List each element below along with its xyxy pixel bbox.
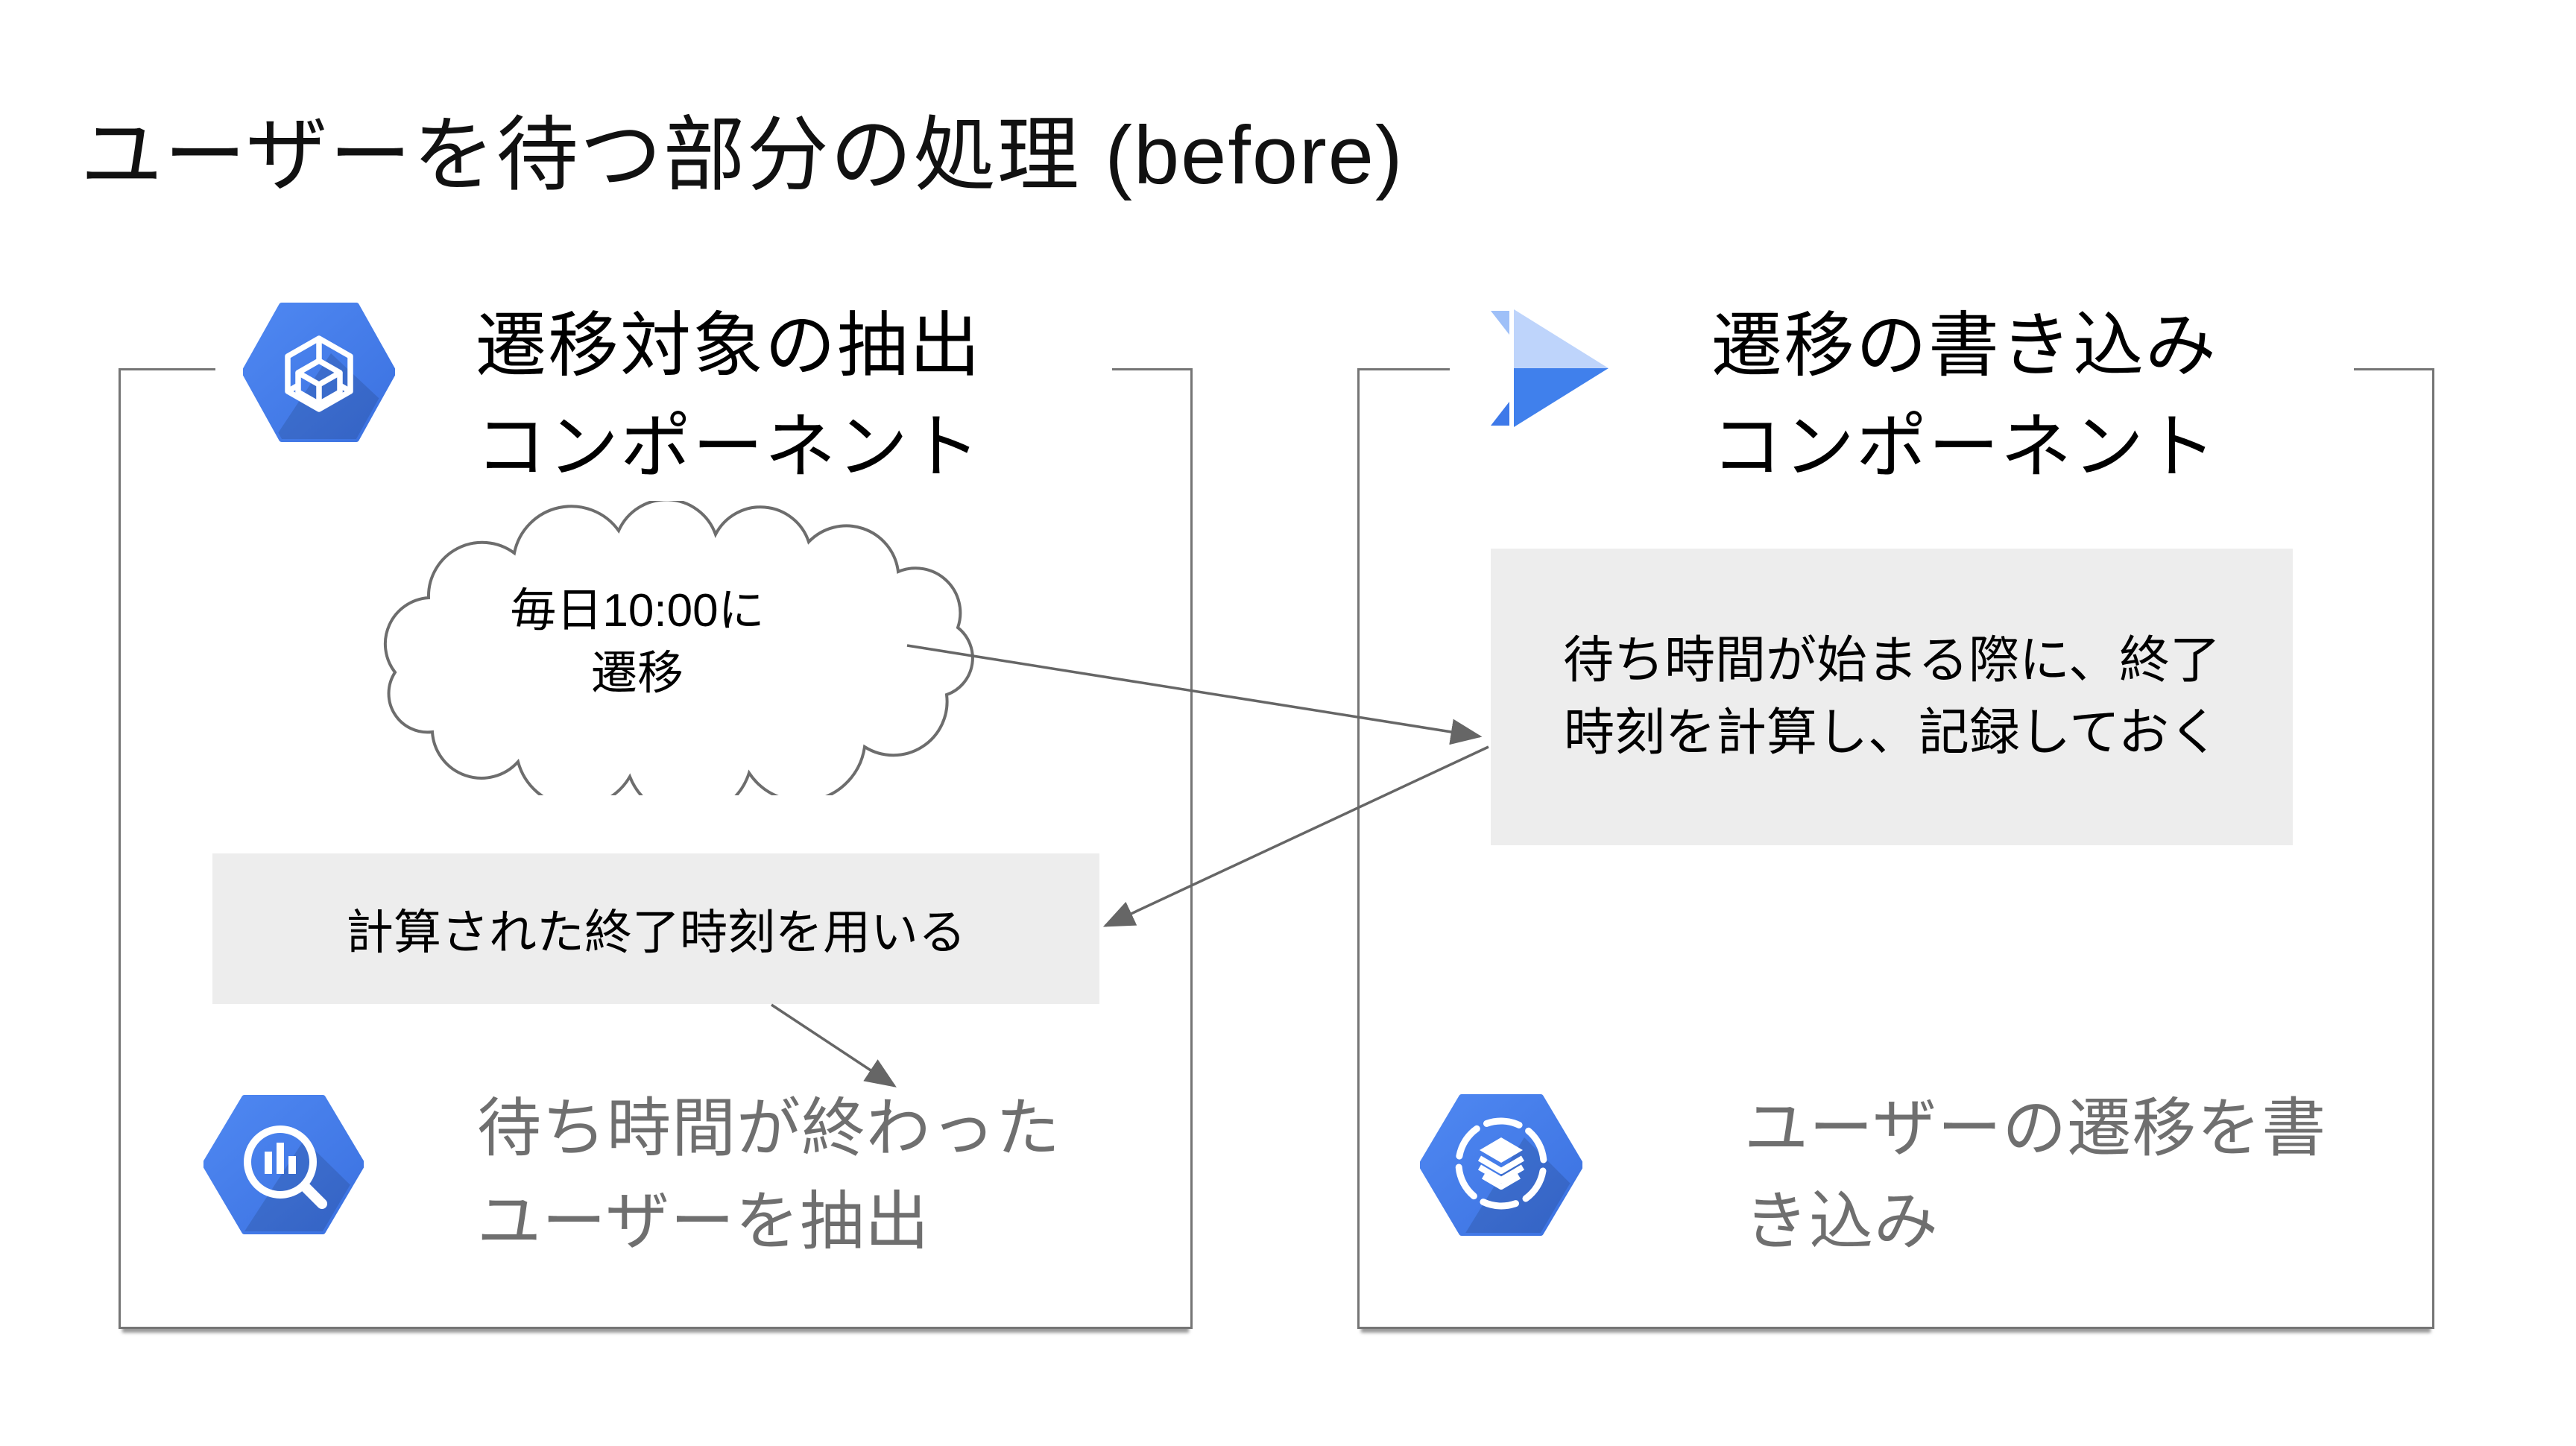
write-transitions-line1: ユーザーの遷移を書 [1744, 1093, 2327, 1164]
write-transitions-label: ユーザーの遷移を書 き込み [1744, 1082, 2326, 1269]
use-end-time-note: 計算された終了時刻を用いる [212, 853, 1099, 1004]
fast-forward-icon [1491, 308, 1609, 429]
hexagon-cube-icon [243, 303, 395, 442]
extract-users-line1: 待ち時間が終わった [477, 1093, 1061, 1164]
extract-users-label: 待ち時間が終わった ユーザーを抽出 [477, 1082, 1061, 1269]
extract-users-line2: ユーザーを抽出 [477, 1186, 930, 1257]
schedule-cloud-label: 毎日10:00に 遷移 [477, 580, 798, 705]
bigquery-search-icon [203, 1095, 364, 1234]
extract-title-line2: コンポーネント [476, 408, 982, 487]
record-end-time-note: 待ち時間が始まる際に、終了 時刻を計算し、記録しておく [1491, 549, 2293, 845]
write-transitions-line2: き込み [1744, 1186, 1939, 1257]
write-header-background [1450, 282, 2354, 477]
write-title-line1: 遷移の書き込み [1711, 306, 2218, 385]
cloud-label-line1: 毎日10:00に [510, 585, 765, 637]
write-title-line2: コンポーネント [1711, 408, 2218, 487]
extract-component-title: 遷移対象の抽出 コンポーネント [476, 295, 982, 498]
slide-title: ユーザーを待つ部分の処理 (before) [80, 110, 1404, 201]
cloud-label-line2: 遷移 [590, 648, 684, 699]
write-component-title: 遷移の書き込み コンポーネント [1711, 295, 2217, 498]
schedule-cloud-shape [383, 501, 974, 795]
pinwheel-cube-icon [1420, 1094, 1582, 1236]
use-end-time-text: 計算された終了時刻を用いる [346, 906, 966, 959]
extract-title-line1: 遷移対象の抽出 [476, 306, 982, 385]
record-end-time-line1: 待ち時間が始まる際に、終了 [1563, 632, 2220, 689]
record-end-time-line2: 時刻を計算し、記録しておく [1564, 704, 2220, 761]
